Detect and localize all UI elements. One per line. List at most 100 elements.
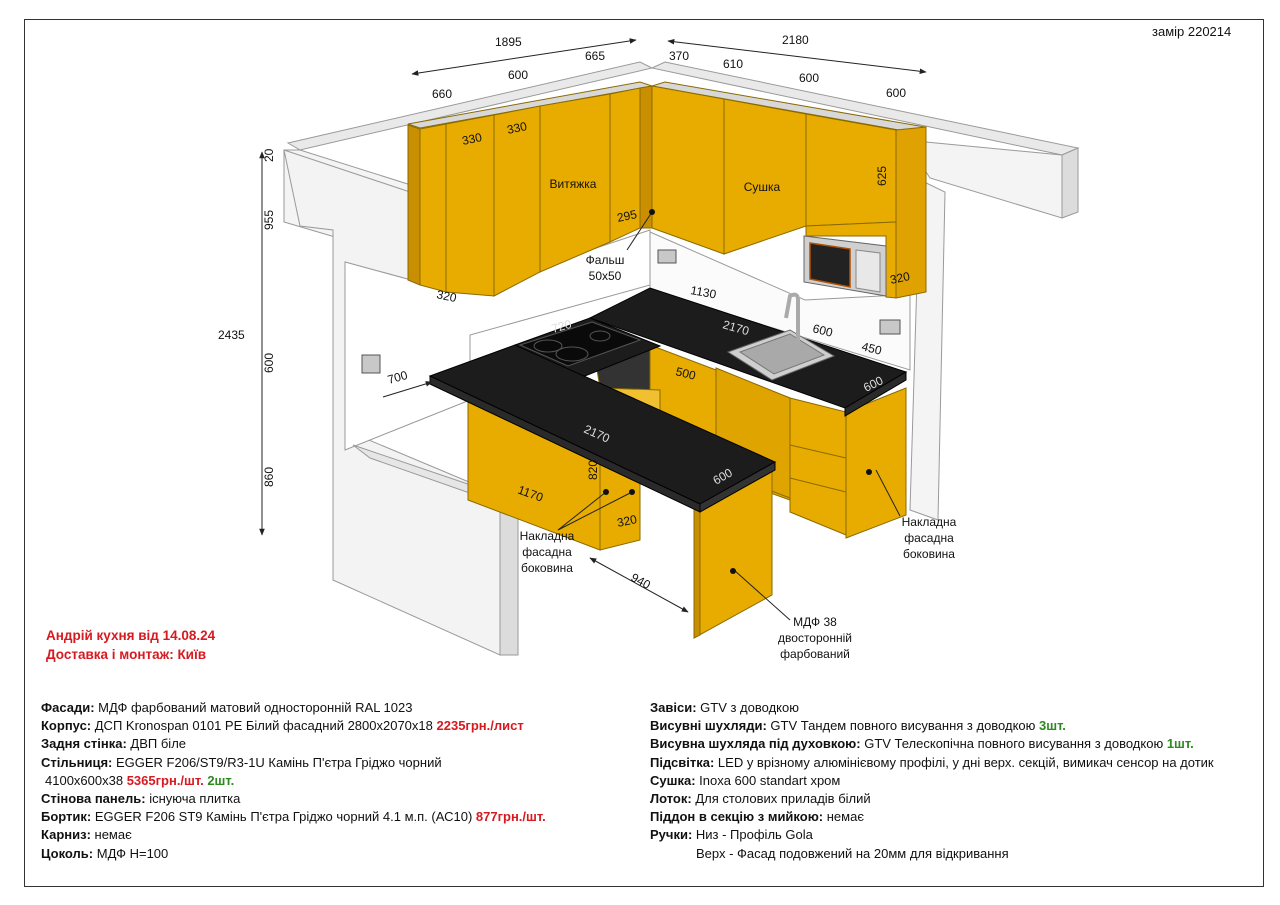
socket-back-right [879,319,901,335]
project-title: Андрій кухня від 14.08.24 [46,628,216,643]
spec-row: Ручки: Низ - Профіль Gola [650,827,813,843]
label-side-left-2: фасадна [522,545,572,559]
dim-20: 20 [262,148,276,162]
label-mdf-3: фарбований [780,647,850,661]
spec-row: Задня стінка: ДВП біле [41,736,187,752]
socket-back-left [657,249,677,264]
burner-2 [555,346,589,362]
spec-row: 4100х600х38 5365грн./шт. 2шт. [45,772,235,788]
measurement-reference: замір 220214 [1152,24,1232,39]
dim-500: 500 [674,364,697,383]
spec-row: Сушка: Inoxa 600 standart хром [650,772,841,788]
callout-labels: Витяжка Сушка Фальш 50х50 Накладна фасад… [520,177,957,661]
microwave [803,235,887,297]
countertop-back-edge [844,371,907,417]
wall-left-bottom-edge [499,493,519,656]
spec-row: Бортик: EGGER F206 ST9 Камінь П'єтра Грі… [41,809,546,825]
specs-left: Фасади: МДФ фарбований матовий односторо… [41,699,631,863]
base-drawer-unit [789,397,847,536]
dim-820: 820 [586,460,600,480]
dimension-texts: 1895 2180 660 600 665 370 610 600 600 33… [218,33,912,592]
drawing-frame [24,19,1264,887]
label-side-right-1: Накладна [902,515,957,529]
microwave-window [809,242,851,288]
dim-320-island: 320 [616,512,639,530]
upper-left-side [407,124,421,286]
upper-right-door-2 [723,98,807,255]
dim-600-right-b: 600 [886,86,906,100]
label-hood: Витяжка [550,177,597,191]
spec-row: Висувні шухляди: GTV Тандем повного вису… [650,718,1066,734]
dim-295: 295 [616,207,639,225]
label-false-panel-2: 50х50 [589,269,622,283]
cooktop-glass [518,321,642,367]
mdf-end-panel-side [693,505,701,639]
label-mdf-1: МДФ 38 [793,615,837,629]
spec-row: Фасади: МДФ фарбований матовий односторо… [41,700,413,715]
dim-1130: 1130 [689,283,717,301]
upper-cabinets [407,81,927,299]
dim-660: 660 [432,87,452,101]
base-right-side-panel [845,387,907,539]
spec-row: Карниз: немає [41,827,132,843]
faucet [784,292,800,348]
dim-600-back: 600 [811,321,834,340]
dim-600-height: 600 [262,353,276,373]
dim-665: 665 [585,49,605,63]
upper-corner-door [639,85,653,229]
dim-610: 610 [723,57,743,71]
project-delivery: Доставка і монтаж: Київ [46,647,207,662]
specs-right: Завіси: GTV з доводкою Висувні шухляди: … [650,699,1260,863]
dim-600-left: 600 [508,68,528,82]
dim-720: 720 [550,317,573,336]
dim-450: 450 [860,339,883,358]
sink-inner [738,333,826,375]
wall-right-top-edge [1061,147,1079,219]
label-dryer: Сушка [744,180,781,194]
spec-row: Лоток: Для столових приладів білий [650,791,871,807]
spec-row: Стінова панель: існуюча плитка [41,791,241,807]
label-side-right-3: боковина [903,547,955,561]
burner-1 [533,339,563,353]
sink [726,292,836,381]
spec-row: Підсвітка: LED у врізному алюмінієвому п… [650,754,1214,770]
upper-right-end-side [895,126,927,299]
dim-1895: 1895 [495,35,522,49]
dimension-lines [259,38,927,621]
label-side-right-2: фасадна [904,531,954,545]
dimension-points [603,209,872,574]
spec-row: Піддон в секцію з мийкою: немає [650,809,864,825]
dim-940: 940 [629,570,654,592]
dim-320-upper-left: 320 [435,287,458,305]
upper-right-door-1 [651,85,725,255]
countertop-island-end-edge [699,461,776,513]
dim-330-b: 330 [506,119,529,137]
burner-3 [589,330,611,342]
spec-row: Цоколь: МДФ Н=100 [41,845,169,861]
upper-left-door-1 [419,123,447,293]
label-false-panel-1: Фальш [586,253,625,267]
dim-700: 700 [386,368,409,387]
dim-860: 860 [262,467,276,487]
spec-row: Стільниця: EGGER F206/ST9/R3-1U Камінь П… [41,754,442,770]
dim-320-upper-right: 320 [889,269,912,287]
spec-row: Висувна шухляда під духовкою: GTV Телеск… [650,736,1194,752]
drawer-line-2 [789,477,847,493]
dim-600-right-a: 600 [799,71,819,85]
label-side-left-3: боковина [521,561,573,575]
spec-row: Верх - Фасад подовжений на 20мм для відк… [696,845,1009,861]
project-info: Андрій кухня від 14.08.24 Доставка і мон… [46,626,215,664]
dim-370: 370 [669,49,689,63]
drawer-line-1 [789,444,847,459]
cooktop [518,321,642,367]
dim-2180: 2180 [782,33,809,47]
wall-sockets [361,249,901,374]
dim-2435: 2435 [218,328,245,342]
dim-955: 955 [262,210,276,230]
socket-left-wall [361,354,381,374]
spec-row: Завіси: GTV з доводкою [650,700,799,715]
microwave-panel [855,249,881,293]
spec-row: Корпус: ДСП Kronospan 0101 PE Білий фаса… [41,718,524,734]
dim-625: 625 [875,166,889,186]
